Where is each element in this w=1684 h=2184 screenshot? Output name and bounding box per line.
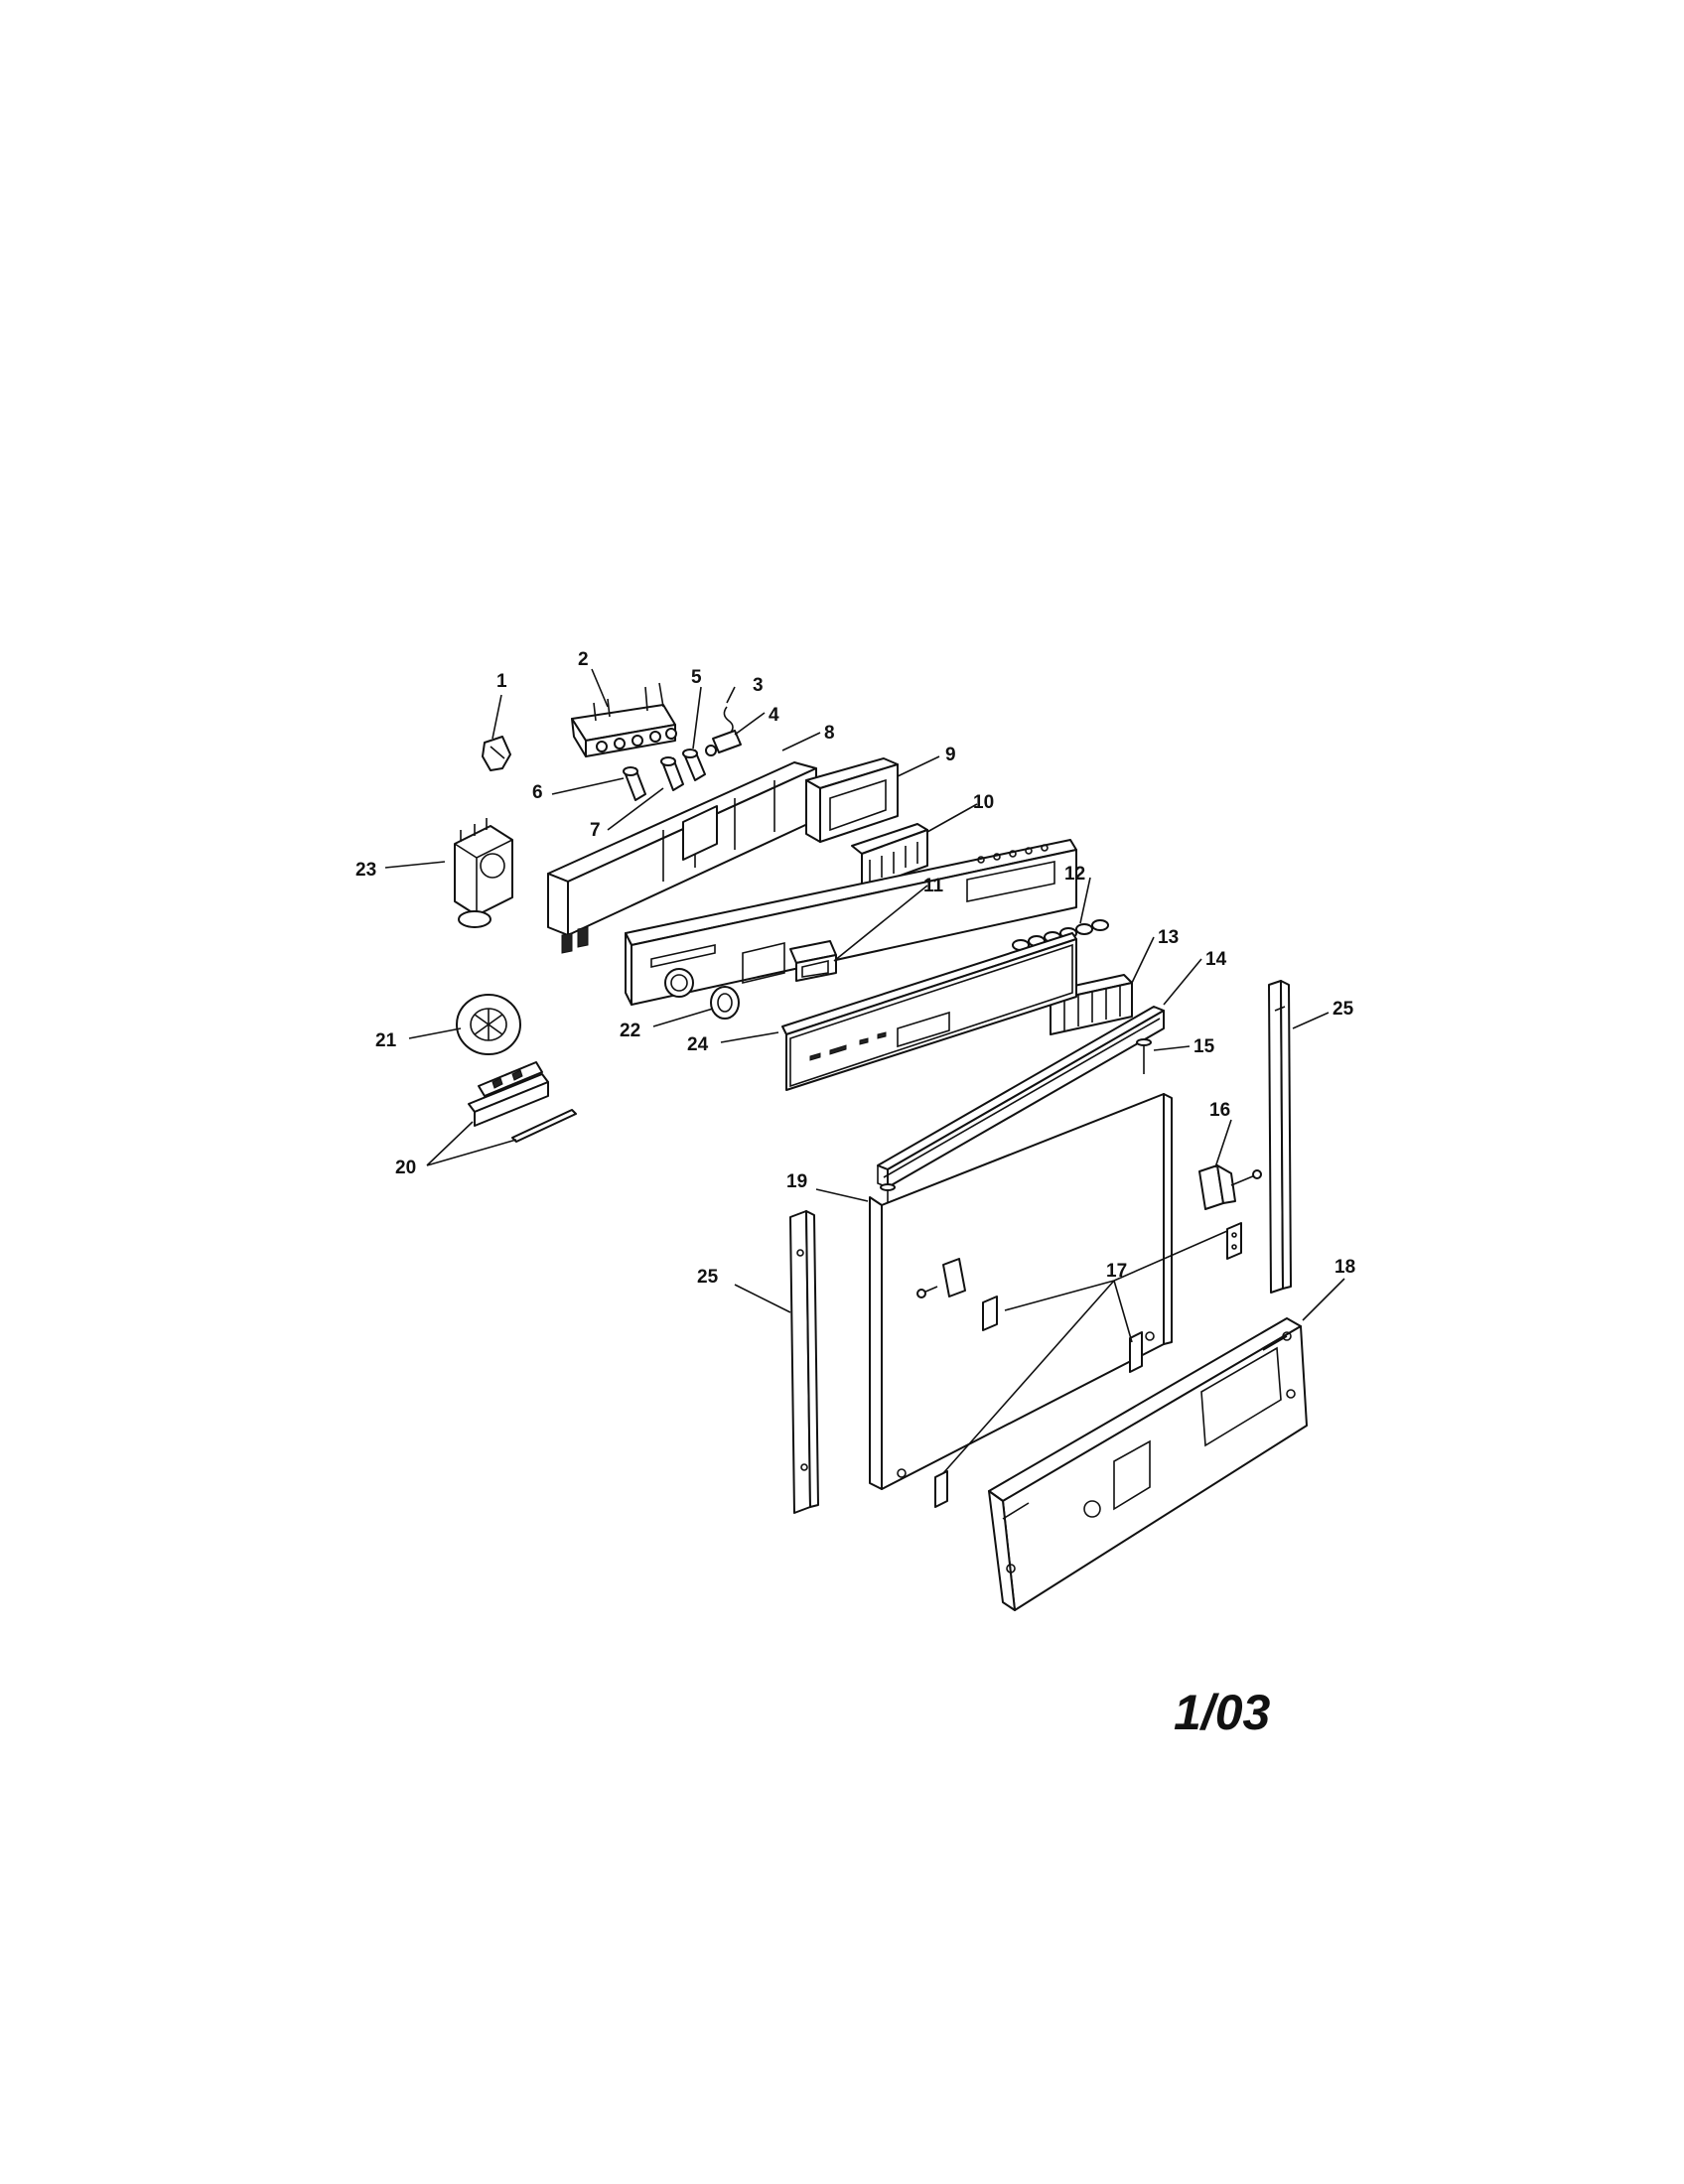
part-10-switch-module: [851, 823, 928, 890]
part-25-side-trim-right: [1268, 980, 1292, 1294]
callout-13: 13: [1158, 927, 1179, 948]
callout-11: 11: [923, 876, 944, 896]
callout-labels: 1 2 3 4 5 6 7 8 9 10 11 12 13 14 15 16 1…: [355, 649, 1355, 1288]
part-16-latch: [1198, 1164, 1262, 1210]
callout-16: 16: [1209, 1100, 1230, 1121]
part-25-side-trim-left: [789, 1210, 819, 1514]
part-9-display-frame: [805, 757, 899, 843]
part-2-switch-block: [571, 682, 677, 757]
callout-1: 1: [496, 671, 507, 692]
part-15-screw: [1136, 1038, 1152, 1074]
part-5-pushrod: [682, 749, 706, 781]
part-4-latch: [705, 730, 742, 756]
callout-8: 8: [824, 723, 835, 744]
part-18-toe-kick: [988, 1317, 1308, 1611]
callout-12: 12: [1064, 864, 1085, 885]
callout-19: 19: [786, 1171, 807, 1192]
callout-4: 4: [769, 705, 779, 726]
part-1-clip: [482, 736, 511, 771]
callout-25-left: 25: [697, 1267, 719, 1288]
part-20-bracket-and-strip: [468, 1061, 577, 1143]
part-14-handle-bar: [877, 1006, 1165, 1188]
callout-3: 3: [753, 675, 764, 696]
callout-15: 15: [1193, 1036, 1215, 1057]
callout-22: 22: [620, 1021, 640, 1041]
callout-18: 18: [1334, 1257, 1355, 1278]
callout-20: 20: [395, 1158, 416, 1178]
callout-14: 14: [1205, 949, 1227, 970]
callout-7: 7: [590, 820, 601, 841]
part-3-spring: [723, 706, 734, 736]
part-23-timer-motor: [454, 818, 513, 928]
front-panel: [625, 839, 1077, 1006]
callout-24: 24: [687, 1034, 709, 1055]
callout-21: 21: [375, 1030, 397, 1051]
part-19-door-panel: [869, 1093, 1173, 1508]
part-24-fascia-panel: [781, 932, 1077, 1091]
part-22-knob: [710, 986, 740, 1020]
callout-9: 9: [945, 745, 956, 765]
part-21-round-fan: [456, 994, 521, 1055]
callout-17: 17: [1106, 1261, 1127, 1282]
part-11-bracket: [789, 940, 837, 982]
revision-label: 1/03: [1174, 1685, 1271, 1740]
callout-6: 6: [532, 782, 543, 803]
callout-23: 23: [355, 860, 376, 881]
callout-25-right: 25: [1333, 999, 1354, 1020]
part-7-pushrod: [660, 756, 684, 791]
callout-10: 10: [973, 792, 994, 813]
leader-lines: [384, 668, 1345, 1474]
part-6-pushrod: [623, 766, 646, 801]
callout-5: 5: [691, 667, 702, 688]
part-8-control-housing: [547, 761, 817, 954]
callout-2: 2: [578, 649, 589, 670]
part-17-hinge-plate-right: [1226, 1222, 1242, 1260]
